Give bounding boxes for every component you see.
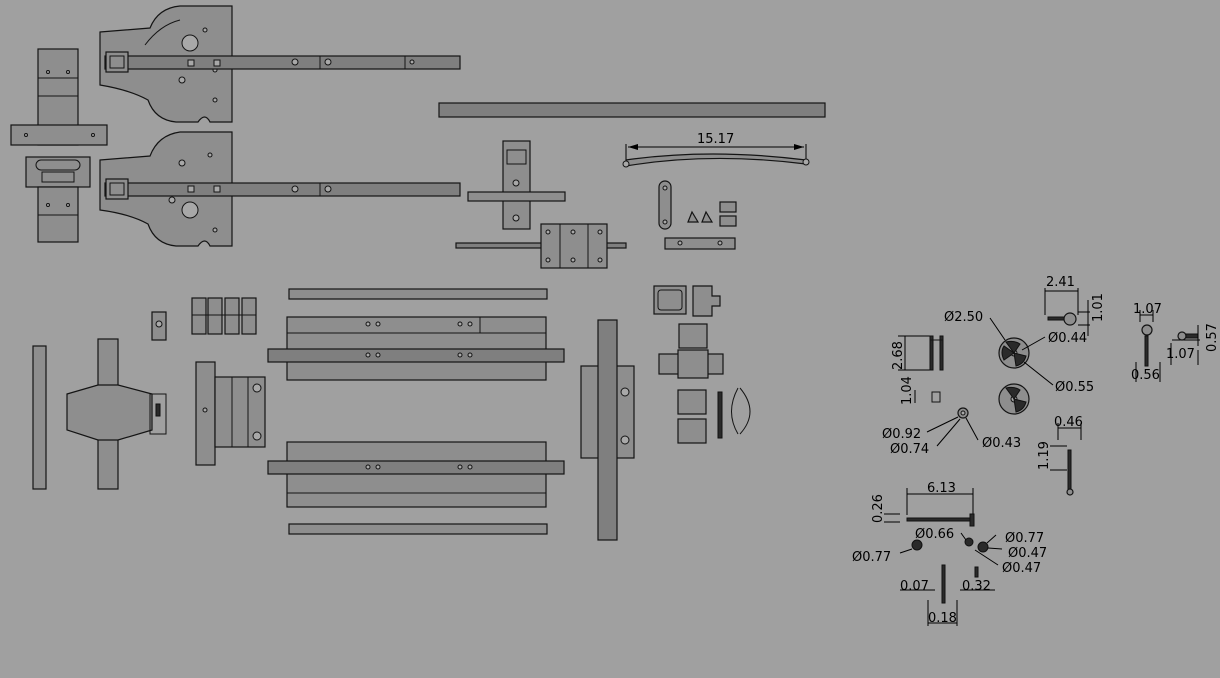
mount-plates[interactable]: [658, 323, 751, 444]
side-plate-lower[interactable]: [99, 131, 461, 247]
plate-bracket[interactable]: [455, 223, 627, 269]
frame-rails-upper[interactable]: [267, 288, 565, 381]
dim-107b: 1.07: [1166, 347, 1195, 362]
pin-part[interactable]: [1050, 423, 1082, 496]
frame-rails-lower[interactable]: [267, 441, 565, 535]
crank-part[interactable]: [1044, 288, 1090, 336]
nut-part[interactable]: [926, 407, 979, 447]
small-pin-part[interactable]: [914, 390, 941, 403]
dim-268: 2.68: [891, 341, 906, 370]
dim-092: Ø0.92: [882, 427, 921, 442]
hinge-part[interactable]: [25, 156, 91, 243]
long-bar[interactable]: [438, 102, 826, 118]
dim-101: 1.01: [1091, 293, 1106, 322]
dim-077a: Ø0.77: [1005, 531, 1044, 546]
clip-row[interactable]: [191, 297, 257, 335]
small-link-right[interactable]: [1170, 325, 1200, 365]
dim-007: 0.07: [900, 579, 929, 594]
eye-bolt-part[interactable]: [1135, 310, 1161, 382]
dim-046: 0.46: [1054, 415, 1083, 430]
dim-250: Ø2.50: [944, 310, 983, 325]
dim-066: Ø0.66: [915, 527, 954, 542]
dim-613: 6.13: [927, 481, 956, 496]
upright-post[interactable]: [580, 319, 635, 541]
t-bracket-part[interactable]: [10, 48, 108, 146]
dim-026: 0.26: [871, 494, 886, 523]
axle-part[interactable]: [884, 488, 975, 527]
spool-part[interactable]: [898, 335, 944, 371]
dim-047b: Ø0.47: [1002, 561, 1041, 576]
cross-mount[interactable]: [467, 140, 566, 230]
side-plate-upper[interactable]: [99, 5, 461, 123]
dim-107a: 1.07: [1133, 302, 1162, 317]
dim-119: 1.19: [1037, 441, 1052, 470]
dim-047a: Ø0.47: [1008, 546, 1047, 561]
dim-077b: Ø0.77: [852, 550, 891, 565]
block-mount[interactable]: [195, 361, 266, 466]
small-pins-bottom[interactable]: [900, 564, 995, 626]
pulley-top[interactable]: [998, 337, 1030, 369]
dim-rod-length: 15.17: [697, 132, 734, 147]
cross-piece[interactable]: [66, 338, 167, 490]
dim-057: 0.57: [1205, 323, 1220, 352]
dim-044: Ø0.44: [1048, 331, 1087, 346]
dim-104: 1.04: [900, 376, 915, 405]
strip-vertical[interactable]: [32, 345, 47, 490]
washer-parts[interactable]: [899, 532, 1003, 566]
link-small[interactable]: [658, 180, 672, 230]
dim-043: Ø0.43: [982, 436, 1021, 451]
dim-056: 0.56: [1131, 368, 1160, 383]
clamp-small[interactable]: [151, 311, 167, 341]
tie-rod[interactable]: [622, 144, 810, 168]
pulley-bottom[interactable]: [998, 383, 1030, 415]
dim-018: 0.18: [928, 611, 957, 626]
dim-032: 0.32: [962, 579, 991, 594]
dim-241: 2.41: [1046, 275, 1075, 290]
bar-short[interactable]: [664, 237, 736, 250]
dim-055: Ø0.55: [1055, 380, 1094, 395]
gear-housing[interactable]: [653, 285, 721, 317]
dim-074: Ø0.74: [890, 442, 929, 457]
clip-parts[interactable]: [687, 201, 737, 227]
